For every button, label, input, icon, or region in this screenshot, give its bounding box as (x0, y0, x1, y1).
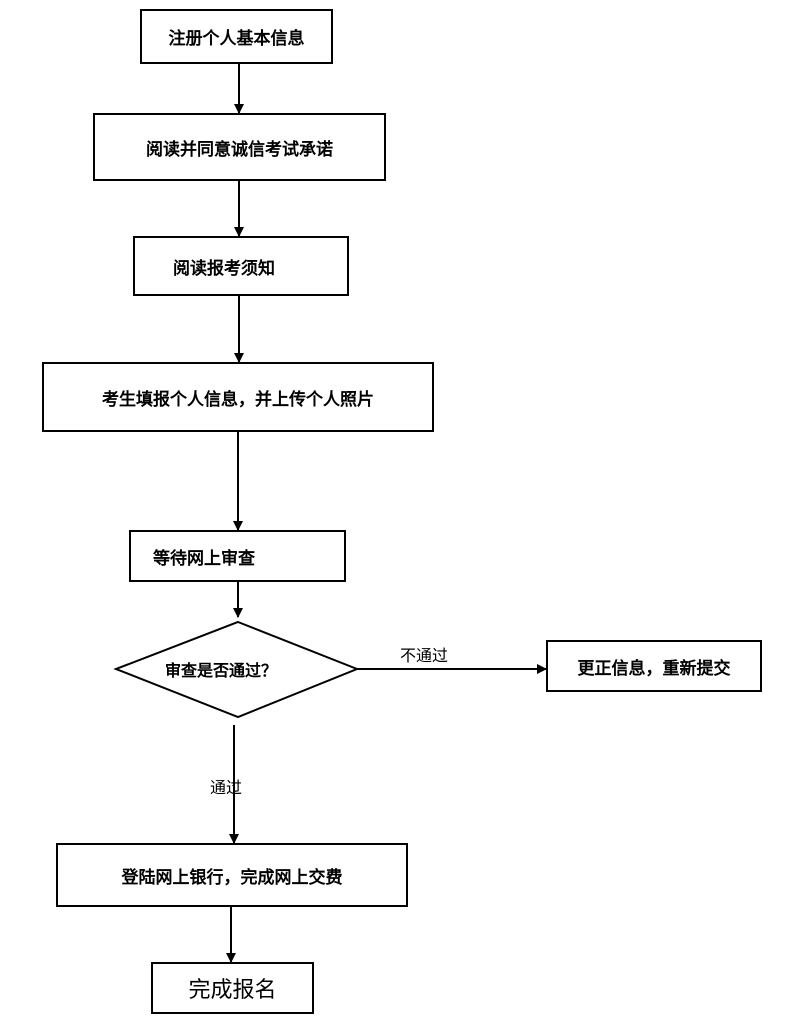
step-done-box: 完成报名 (151, 962, 314, 1014)
step-read-notice-box: 阅读报考须知 (133, 236, 349, 296)
step-pay-text: 登陆网上银行，完成网上交费 (121, 867, 343, 888)
decision-diamond (113, 620, 360, 719)
step-wait-review-box: 等待网上审查 (129, 530, 346, 582)
decision-question-text: 审查是否通过？ (165, 661, 278, 680)
step-register-box: 注册个人基本信息 (140, 9, 333, 64)
step-pay-box: 登陆网上银行，完成网上交费 (56, 843, 408, 907)
step-done-text: 完成报名 (188, 978, 277, 1003)
step-read-pledge-text: 阅读并同意诚信考试承诺 (146, 139, 333, 160)
step-wait-review-text: 等待网上审查 (153, 548, 255, 569)
decision-pass-label: 通过 (210, 778, 243, 797)
step-fill-info-text: 考生填报个人信息，并上传个人照片 (102, 389, 374, 410)
step-register-text: 注册个人基本信息 (168, 29, 305, 49)
decision-fail-label: 不通过 (400, 646, 449, 665)
step-fill-info-box: 考生填报个人信息，并上传个人照片 (42, 362, 434, 432)
step-correct-info-box: 更正信息，重新提交 (546, 640, 762, 692)
step-read-notice-text: 阅读报考须知 (173, 258, 275, 279)
step-read-pledge-box: 阅读并同意诚信考试承诺 (93, 113, 386, 181)
step-correct-info-text: 更正信息，重新提交 (577, 658, 731, 679)
